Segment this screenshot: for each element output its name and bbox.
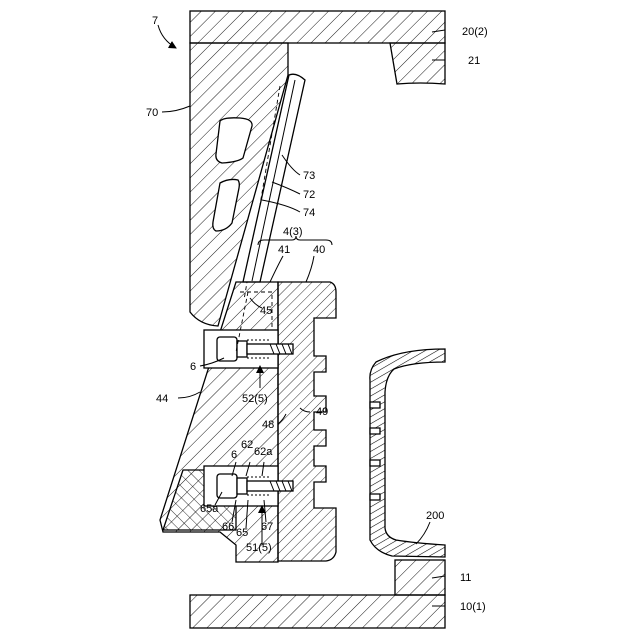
label-41: 41: [278, 244, 290, 256]
label-62a: 62a: [254, 446, 273, 458]
label-segment-body: 70: [146, 107, 158, 119]
label-73: 73: [303, 170, 315, 182]
label-74: 74: [303, 207, 315, 219]
label-72: 72: [303, 189, 315, 201]
bolt-shank-lower: [247, 481, 293, 491]
label-66: 66: [222, 521, 234, 533]
bolt-head-lower: [217, 474, 237, 498]
bolt-washer-lower: [237, 478, 247, 494]
label-67: 67: [261, 521, 273, 533]
label-lower-base: 10(1): [460, 601, 486, 613]
label-sector: 4(3): [283, 226, 303, 238]
label-45: 45: [260, 305, 272, 317]
label-48: 48: [262, 419, 274, 431]
upper-ring-part: [390, 43, 445, 84]
tire-section: [370, 349, 445, 557]
upper-base-plate: [190, 11, 445, 43]
label-62: 62: [241, 439, 253, 451]
label-upper-base: 20(2): [462, 26, 488, 38]
label-49: 49: [316, 406, 328, 418]
bolt-shank-upper: [247, 344, 293, 354]
sector-core: [278, 282, 336, 561]
bolt-head-upper: [217, 337, 237, 361]
label-6-top: 6: [190, 361, 196, 373]
label-tire: 200: [426, 510, 444, 522]
label-6-bottom: 6: [231, 449, 237, 461]
label-65: 65: [236, 527, 248, 539]
label-44: 44: [156, 393, 168, 405]
lower-base-plate: [190, 595, 445, 628]
label-lower-ring: 11: [460, 572, 471, 584]
label-51: 51(5): [246, 542, 272, 554]
label-upper-ring: 21: [468, 55, 480, 67]
label-assembly: 7: [152, 15, 158, 27]
label-52: 52(5): [242, 393, 268, 405]
label-40: 40: [313, 244, 325, 256]
bolt-washer-upper: [237, 341, 247, 357]
label-65a: 65a: [200, 503, 219, 515]
